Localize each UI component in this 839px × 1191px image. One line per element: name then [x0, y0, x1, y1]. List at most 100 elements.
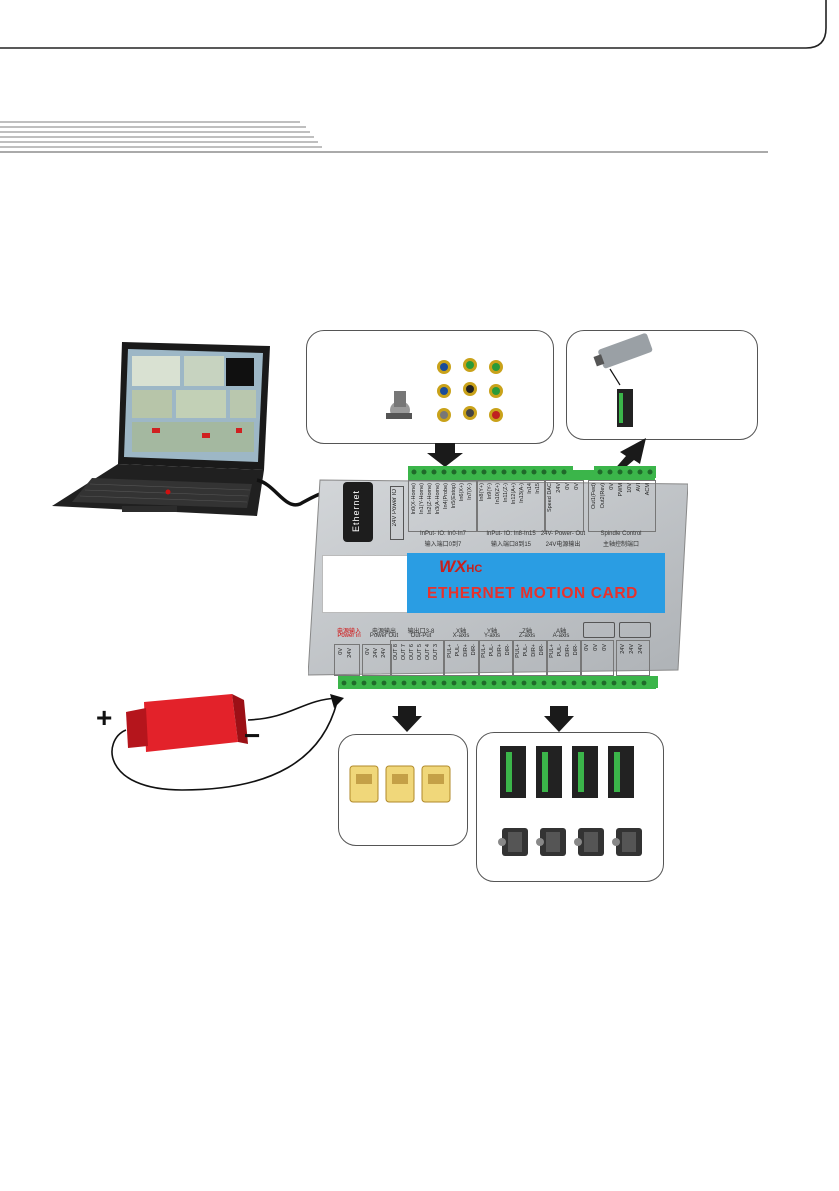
pin-label: DIR+ [463, 644, 469, 657]
pin-label: OUT 7 [401, 644, 407, 661]
power-in-cn: 电源输入 [336, 629, 361, 635]
input-pin: In9(Y-) [487, 483, 493, 500]
input-pin: In4(Probe) [443, 483, 449, 509]
power-out-group: Speed DAC 24V 0V 0V [544, 480, 584, 532]
pin-label: PUL- [557, 644, 563, 657]
power-out-caption-cn: 24V电源输出 [545, 542, 581, 548]
pin-label: 24V [373, 648, 379, 658]
brand-logo: WXHC [439, 557, 482, 577]
input-pin: In14 [527, 483, 533, 494]
spindle-caption: Spindle Control [600, 531, 642, 537]
pin-label: OUT 8 [393, 644, 399, 661]
input-low-caption: InPut- IO: In0-In7 [419, 531, 467, 537]
power-io-box: 24V Power IO [390, 486, 404, 540]
pin-label: DIR+ [565, 644, 571, 657]
output-pins: OUT 8 OUT 7 OUT 6 OUT 5 OUT 4 OUT 3 [390, 640, 444, 676]
input-pin: In12(A+) [511, 483, 517, 505]
input-pin: In13(A-) [519, 483, 525, 503]
brand-banner: WXHC ETHERNET MOTION CARD [407, 553, 665, 613]
a-axis-pins: PUL+ PUL- DIR+ DIR- [546, 640, 582, 676]
out-label: Out-Put [410, 633, 432, 639]
input-pin: In8(Y+) [479, 483, 485, 502]
minus-sign: − [244, 720, 261, 751]
pin-label: 0V [602, 644, 608, 651]
label-sticker [322, 555, 408, 613]
power-out-pin: 0V [574, 483, 580, 490]
axis-label: A-axis [552, 633, 570, 639]
input-high-caption-cn: 输入端口8到15 [490, 542, 531, 548]
out-cn: 输出口3-8 [407, 629, 435, 635]
input-high-caption: InPut- IO: In8-In15 [486, 531, 536, 537]
pin-label: PUL- [455, 644, 461, 657]
pin-label: OUT 5 [417, 644, 423, 661]
pin-label: 24V [629, 644, 635, 654]
power-supply-icon [111, 694, 344, 791]
input-group-high: In8(Y+) In9(Y-) In10(Z+) In11(Z-) In12(A… [476, 480, 546, 532]
input-pin: In11(Z-) [503, 483, 509, 503]
ground-pins: 0V 0V 0V [580, 640, 614, 676]
ethernet-label: Ethernet [351, 490, 361, 533]
power-out-pin: Speed DAC [547, 483, 553, 513]
spindle-pin: PWM [618, 483, 624, 497]
pin-label: 0V [584, 644, 590, 651]
axis-label: Z-axis [518, 633, 536, 639]
pin-label: PUL- [489, 644, 495, 657]
pin-label: 24V [381, 648, 387, 658]
connector-box [583, 622, 615, 638]
power-io-label: 24V Power IO [392, 489, 398, 527]
connector-box [619, 622, 651, 638]
pin-label: DIR- [573, 644, 579, 656]
switch-icon [386, 358, 503, 422]
v24-pins: 24V 24V 24V [616, 640, 650, 676]
spindle-pin: 10V [627, 483, 633, 493]
arrow-down-icon [427, 443, 463, 467]
input-devices-callout [306, 330, 554, 444]
power-out-label: Power Out [369, 633, 399, 639]
input-pin: In1(Y-Home) [419, 483, 425, 514]
input-pin: In5(Estop) [451, 483, 457, 509]
pin-label: 24V [620, 644, 626, 654]
plus-sign: + [96, 702, 113, 733]
spindle-pin: 0V [609, 483, 615, 490]
pin-label: 24V [347, 648, 353, 658]
input-pin: In3(A-Home) [435, 483, 441, 515]
input-pin: In0(X-Home) [411, 483, 417, 515]
input-group-low: In0(X-Home) In1(Y-Home) In2(Z-Home) In3(… [408, 480, 478, 532]
brand-logo-sub: HC [466, 563, 483, 575]
brand-title: ETHERNET MOTION CARD [427, 585, 638, 602]
top-terminal-block [408, 466, 656, 478]
header-stripes [0, 121, 768, 153]
pin-label: DIR- [505, 644, 511, 656]
pin-label: PUL+ [515, 644, 521, 658]
axis-cn: X轴 [455, 629, 466, 635]
x-axis-pins: PUL+ PUL- DIR+ DIR- [444, 640, 480, 676]
arrow-up-icon [612, 438, 646, 472]
top-border-rule [0, 0, 827, 49]
brand-logo-mark: WX [439, 557, 467, 576]
pin-label: 0V [365, 648, 371, 655]
arrow-down-icon [392, 706, 422, 732]
input-pin: In2(Z-Home) [427, 483, 433, 515]
pin-label: OUT 6 [409, 644, 415, 661]
pin-label: PUL+ [447, 644, 453, 658]
axis-cn: Y轴 [486, 629, 497, 635]
pin-label: DIR- [539, 644, 545, 656]
pin-label: 0V [593, 644, 599, 651]
axis-label: X-axis [452, 633, 470, 639]
relay-icon [349, 765, 451, 803]
spindle-pin: AVI [636, 483, 642, 492]
input-low-caption-cn: 输入端口0到7 [424, 542, 462, 548]
spindle-pin: Out2(Rev) [600, 483, 606, 509]
power-in-label: Power in [337, 633, 361, 639]
ethernet-port: Ethernet [343, 482, 373, 542]
spindle-pin: Out1(Fwd) [591, 483, 597, 509]
stepper-driver-icon [500, 746, 634, 798]
spindle-control-group: Out1(Fwd) Out2(Rev) 0V PWM 10V AVI ACM [588, 480, 656, 532]
power-out-caption: 24V- Power- Out [540, 531, 586, 537]
input-pin: In15 [535, 483, 541, 494]
z-axis-pins: PUL+ PUL- DIR+ DIR- [512, 640, 548, 676]
pin-label: OUT 4 [425, 644, 431, 661]
stepper-motor-icon [498, 828, 642, 856]
power-out-pins: 0V 24V 24V [362, 644, 392, 676]
pin-label: DIR+ [497, 644, 503, 657]
